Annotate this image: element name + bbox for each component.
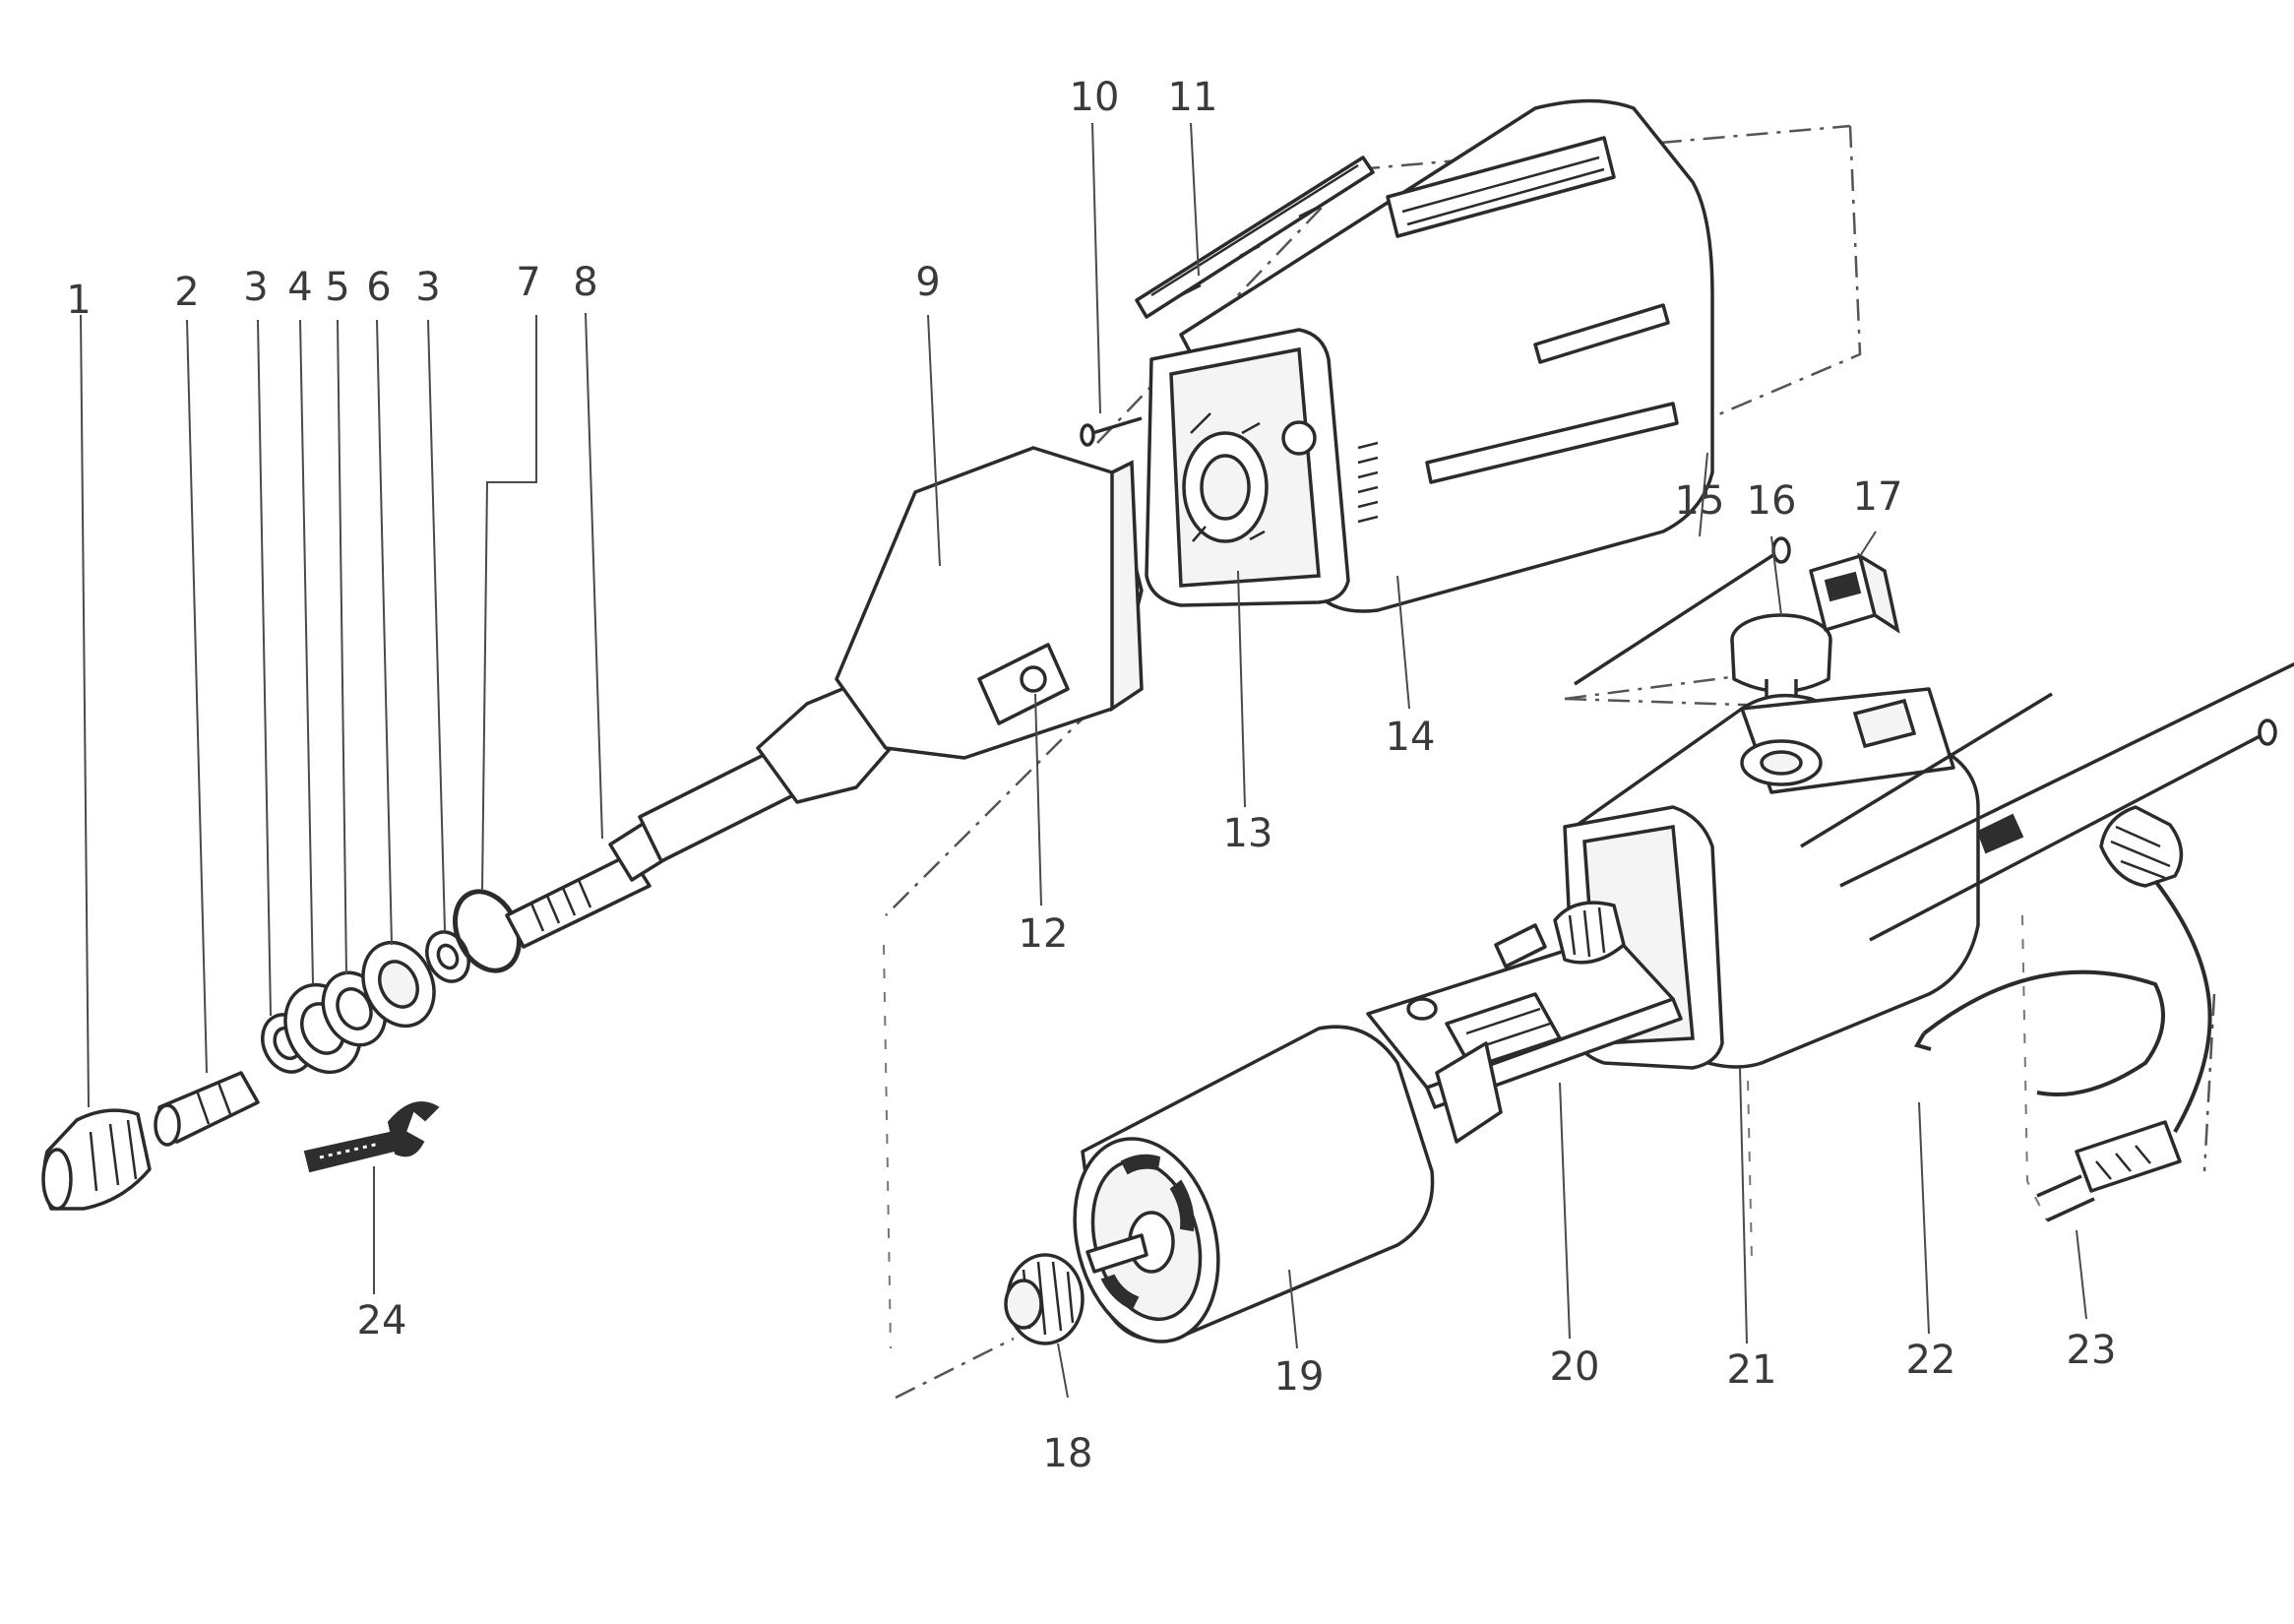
label-part-7: 7 [516, 260, 540, 305]
label-part-2: 2 [174, 270, 199, 315]
label-part-14: 14 [1386, 715, 1436, 760]
part-washers-bearing [261, 930, 470, 1075]
part-pinion-gear [1004, 1253, 1085, 1345]
label-part-9: 9 [915, 260, 940, 305]
label-part-22: 22 [1906, 1338, 1956, 1383]
label-part-8: 8 [573, 260, 597, 305]
label-part-19: 19 [1274, 1354, 1325, 1400]
label-part-3: 3 [243, 265, 268, 310]
part-switch [1809, 552, 1900, 634]
part-motor [1073, 1025, 1503, 1343]
part-cable-clip [1913, 969, 2165, 1096]
label-part-17: 17 [1853, 474, 1903, 520]
label-part-11: 11 [1168, 75, 1218, 120]
part-spanner [303, 1101, 440, 1173]
label-part-10: 10 [1070, 75, 1120, 120]
leader-lines [80, 122, 2087, 1399]
label-part-12: 12 [1019, 911, 1069, 957]
part-collet-nut [41, 1108, 152, 1211]
label-part-3-second: 3 [415, 265, 440, 310]
label-part-15: 15 [1675, 478, 1725, 524]
label-part-5: 5 [325, 265, 349, 310]
part-main-housing [1145, 98, 1714, 613]
part-power-cord [2036, 805, 2212, 1222]
label-part-21: 21 [1727, 1347, 1777, 1393]
part-rear-housing [1563, 661, 2294, 1070]
part-long-screw [1574, 536, 1791, 686]
label-part-6: 6 [366, 265, 391, 310]
part-nose-housing [638, 446, 1144, 863]
part-rail [1135, 156, 1375, 319]
label-part-4: 4 [287, 265, 312, 310]
label-part-16: 16 [1747, 478, 1797, 524]
part-collet [154, 1071, 260, 1147]
part-labels: 1 2 3 4 5 6 3 7 8 9 10 11 12 13 14 15 16… [66, 75, 2116, 1476]
label-part-24: 24 [357, 1298, 407, 1343]
part-knob [1730, 613, 1832, 706]
label-part-23: 23 [2067, 1328, 2117, 1373]
label-part-20: 20 [1550, 1344, 1600, 1390]
label-part-1: 1 [66, 278, 91, 323]
label-part-18: 18 [1043, 1431, 1093, 1476]
label-part-13: 13 [1223, 811, 1273, 856]
